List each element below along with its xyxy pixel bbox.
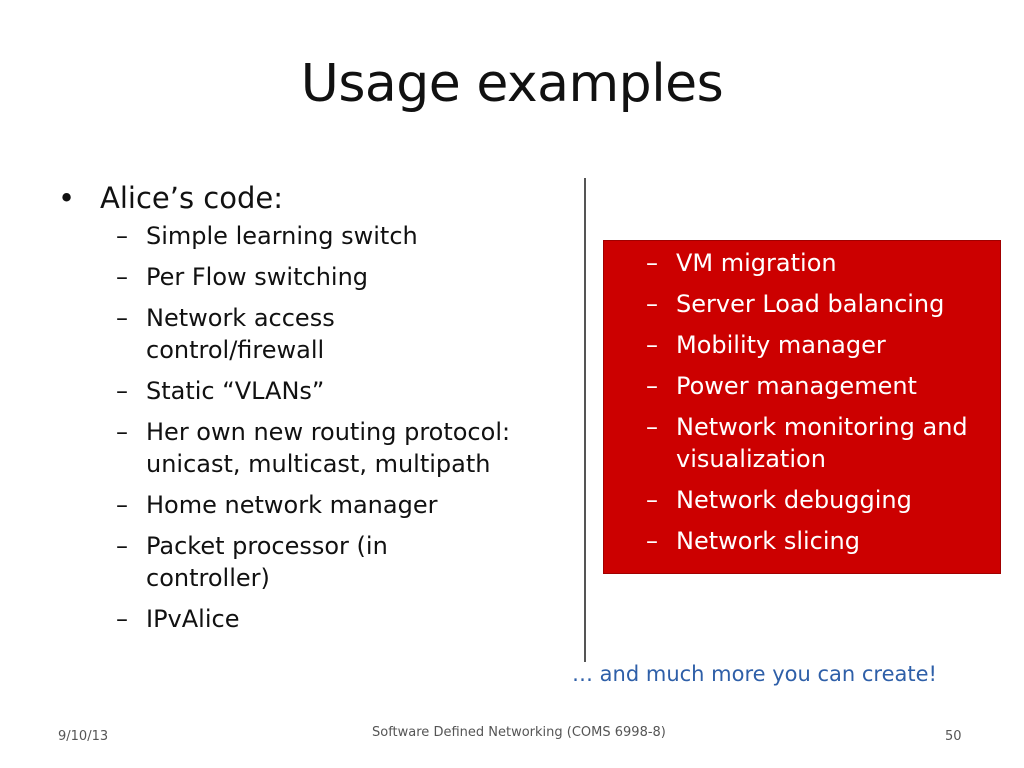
more-note: … and much more you can create! <box>572 662 937 686</box>
list-item-text: Her own new routing protocol: unicast, m… <box>146 418 511 478</box>
list-item: – IPvAlice <box>116 603 583 635</box>
alice-code-bullet: • Alice’s code: <box>58 180 583 216</box>
list-item-text: Power management <box>676 372 917 400</box>
list-item: – Her own new routing protocol: unicast,… <box>116 416 583 480</box>
list-item: – Server Load balancing <box>646 288 990 320</box>
list-item: – Simple learning switch <box>116 220 583 252</box>
dash-icon: – <box>646 413 658 441</box>
dash-icon: – <box>116 418 128 446</box>
list-item-text: IPvAlice <box>146 605 240 633</box>
list-item: – VM migration <box>646 247 990 279</box>
footer-page-number: 50 <box>945 729 962 744</box>
use-case-box: – VM migration – Server Load balancing –… <box>603 240 1001 574</box>
list-item: – Power management <box>646 370 990 402</box>
slide-title: Usage examples <box>300 54 724 114</box>
list-item: – Network debugging <box>646 484 990 516</box>
dash-icon: – <box>646 527 658 555</box>
dash-icon: – <box>116 263 128 291</box>
bullet-icon: • <box>58 181 76 215</box>
dash-icon: – <box>646 290 658 318</box>
list-item: – Home network manager <box>116 489 583 521</box>
list-item-text: Mobility manager <box>676 331 886 359</box>
dash-icon: – <box>116 532 128 560</box>
list-item-text: Network debugging <box>676 486 912 514</box>
list-item-text: Static “VLANs” <box>146 377 325 405</box>
list-item: – Packet processor (in controller) <box>116 530 583 594</box>
list-item: – Per Flow switching <box>116 261 583 293</box>
list-item-text: Packet processor (in controller) <box>146 532 388 592</box>
list-item-text: Network slicing <box>676 527 860 555</box>
footer-date: 9/10/13 <box>58 729 109 744</box>
list-item-text: Simple learning switch <box>146 222 418 250</box>
dash-icon: – <box>646 486 658 514</box>
dash-icon: – <box>116 605 128 633</box>
alice-use-list: – Simple learning switch – Per Flow swit… <box>58 220 583 635</box>
list-item: – Network access control/firewall <box>116 302 583 366</box>
list-item: – Static “VLANs” <box>116 375 583 407</box>
list-item-text: VM migration <box>676 249 837 277</box>
dash-icon: – <box>116 491 128 519</box>
list-item-text: Server Load balancing <box>676 290 945 318</box>
list-item-text: Network access control/firewall <box>146 304 335 364</box>
footer-course: Software Defined Networking (COMS 6998-8… <box>372 725 666 740</box>
dash-icon: – <box>646 331 658 359</box>
list-item-text: Home network manager <box>146 491 438 519</box>
column-divider <box>584 178 586 662</box>
alice-code-heading: Alice’s code: <box>100 181 283 215</box>
left-column: • Alice’s code: – Simple learning switch… <box>58 180 583 644</box>
dash-icon: – <box>646 249 658 277</box>
list-item-text: Network monitoring and visualization <box>676 413 968 473</box>
use-case-list: – VM migration – Server Load balancing –… <box>646 247 990 557</box>
dash-icon: – <box>646 372 658 400</box>
dash-icon: – <box>116 304 128 332</box>
list-item: – Network slicing <box>646 525 990 557</box>
list-item-text: Per Flow switching <box>146 263 369 291</box>
dash-icon: – <box>116 222 128 250</box>
dash-icon: – <box>116 377 128 405</box>
list-item: – Network monitoring and visualization <box>646 411 990 475</box>
list-item: – Mobility manager <box>646 329 990 361</box>
